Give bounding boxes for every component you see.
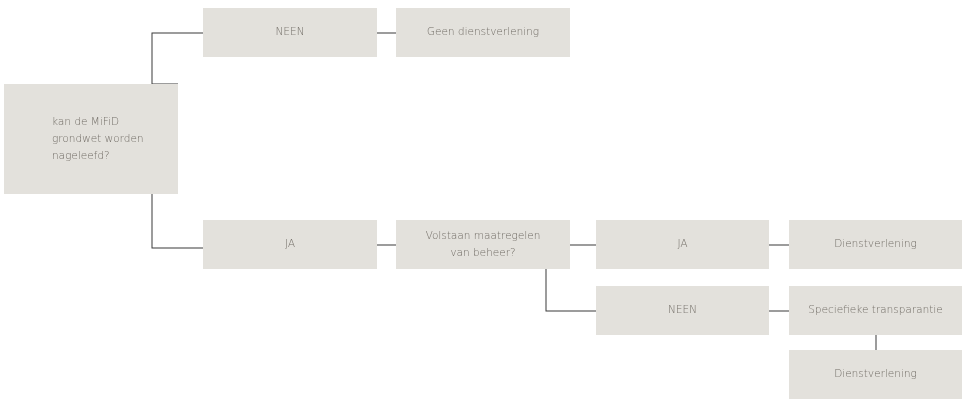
- node-dienstverlening-top-label: Dienstverlening: [834, 238, 917, 250]
- node-specifieke-transparantie-label: Speciefieke transparantie: [808, 304, 943, 316]
- node-neen-top: NEEN: [203, 8, 377, 57]
- node-neen-top-label: NEEN: [275, 26, 305, 38]
- connector-root-to-neen: [151, 32, 203, 85]
- node-ja-main-label: JA: [284, 238, 296, 250]
- node-volstaan-question-label: Volstaan maatregelen van beheer?: [425, 229, 541, 259]
- node-specifieke-transparantie: Speciefieke transparantie: [789, 286, 962, 335]
- node-dienstverlening-top: Dienstverlening: [789, 220, 962, 269]
- node-volstaan-question: Volstaan maatregelen van beheer?: [396, 220, 570, 269]
- node-neen-bottom: NEEN: [596, 286, 769, 335]
- node-neen-bottom-label: NEEN: [668, 304, 697, 316]
- node-ja-right-label: JA: [677, 238, 688, 250]
- node-mifid-question-label: kan de MiFiD grondwet worden nageleefd?: [52, 115, 144, 162]
- node-geen-dienstverlening: Geen dienstverlening: [396, 8, 570, 57]
- node-dienstverlening-bottom: Dienstverlening: [789, 350, 962, 399]
- node-ja-right: JA: [596, 220, 769, 269]
- node-dienstverlening-bottom-label: Dienstverlening: [834, 368, 917, 380]
- connector-root-to-ja: [151, 194, 203, 249]
- connector-volstaan-to-neen: [545, 269, 596, 312]
- node-geen-dienstverlening-label: Geen dienstverlening: [426, 26, 540, 38]
- node-mifid-question: kan de MiFiD grondwet worden nageleefd?: [4, 84, 178, 194]
- node-ja-main: JA: [203, 220, 377, 269]
